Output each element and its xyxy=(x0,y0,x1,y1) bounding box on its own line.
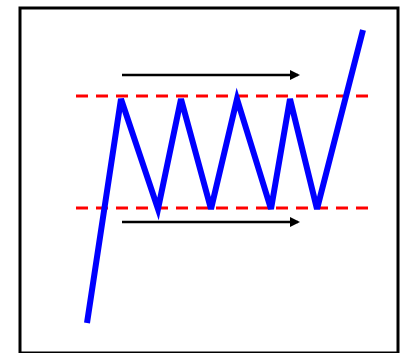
diagram-frame xyxy=(18,6,400,353)
price-line xyxy=(84,29,366,324)
